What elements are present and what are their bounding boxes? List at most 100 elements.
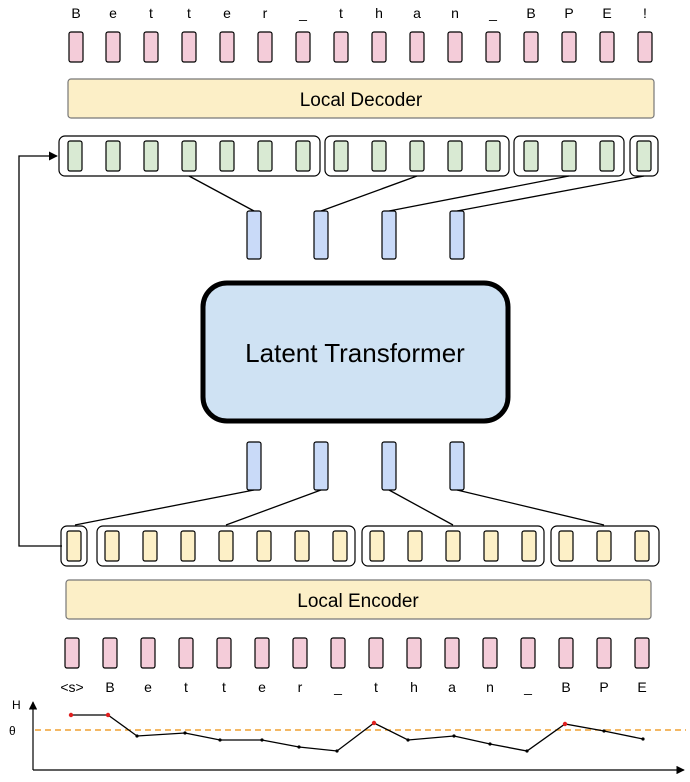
latent-output-patch <box>381 210 397 260</box>
latent-input-patch <box>449 441 465 491</box>
output-char-label: a <box>413 5 421 21</box>
output-byte-cell <box>561 31 577 63</box>
input-char-label: _ <box>333 679 342 695</box>
output-char-label: B <box>71 5 80 21</box>
local-decoder-box <box>67 78 655 119</box>
decoder-connection-line <box>388 175 570 212</box>
encoder-connections <box>74 489 605 526</box>
output-byte-cell <box>181 31 197 63</box>
output-byte-row <box>68 31 653 63</box>
latent-output-patch <box>313 210 329 260</box>
output-byte-cell <box>637 31 653 63</box>
input-char-label: _ <box>523 679 532 695</box>
threshold-label: θ <box>9 724 16 738</box>
encoder-hidden-cell <box>66 530 82 562</box>
latent-transformer-box <box>200 280 511 424</box>
output-byte-cell <box>295 31 311 63</box>
decoder-hidden-cell <box>143 140 159 172</box>
entropy-axis-label: H <box>12 698 21 712</box>
decoder-hidden-cell <box>561 140 577 172</box>
entropy-points <box>68 712 645 753</box>
entropy-point-above-threshold <box>68 712 74 718</box>
input-byte-cell <box>596 637 612 669</box>
encoder-hidden-cell <box>483 530 499 562</box>
input-byte-row <box>64 637 650 669</box>
encoder-hidden-cell <box>180 530 196 562</box>
output-char-label: e <box>223 5 231 21</box>
decoder-connection-line <box>456 175 645 212</box>
output-char-label: t <box>339 5 343 21</box>
decoder-hidden-cell <box>523 140 539 172</box>
input-byte-cell <box>482 637 498 669</box>
encoder-connection-line <box>225 489 322 526</box>
encoder-hidden-cell <box>294 530 310 562</box>
output-char-label: ! <box>643 5 647 21</box>
input-byte-cell <box>292 637 308 669</box>
encoder-connection-line <box>74 489 255 526</box>
output-byte-cell <box>105 31 121 63</box>
entropy-curve <box>71 714 644 752</box>
entropy-point-above-threshold <box>105 712 111 718</box>
encoder-connection-line <box>388 489 454 526</box>
input-byte-cell <box>178 637 194 669</box>
input-byte-cell <box>406 637 422 669</box>
input-char-label: h <box>410 679 418 695</box>
entropy-point-above-threshold <box>562 721 568 727</box>
entropy-plot: H θ <box>9 698 686 775</box>
input-char-label: B <box>561 679 570 695</box>
decoder-hidden-cell <box>181 140 197 172</box>
local-encoder-box <box>65 579 652 620</box>
latent-transformer-label: Latent Transformer <box>245 338 465 368</box>
output-byte-cell <box>333 31 349 63</box>
input-char-label: t <box>184 679 188 695</box>
decoder-connections <box>188 175 645 212</box>
latent-outputs <box>246 210 465 260</box>
output-byte-cell <box>447 31 463 63</box>
input-byte-cell <box>520 637 536 669</box>
encoder-hidden-cell <box>596 530 612 562</box>
output-byte-cell <box>485 31 501 63</box>
input-char-label: n <box>486 679 494 695</box>
decoder-hidden-cell <box>599 140 615 172</box>
decoder-hidden-cell <box>333 140 349 172</box>
latent-input-patch <box>313 441 329 491</box>
latent-transformer-block: Latent Transformer <box>200 280 511 424</box>
latent-output-patch <box>449 210 465 260</box>
latent-input-patch <box>381 441 397 491</box>
input-char-label: t <box>222 679 226 695</box>
entropy-point <box>406 738 410 742</box>
output-byte-cell <box>599 31 615 63</box>
input-char-label: a <box>448 679 456 695</box>
encoder-hidden-cell <box>332 530 348 562</box>
entropy-point <box>488 742 492 746</box>
input-char-label: e <box>144 679 152 695</box>
input-byte-cell <box>216 637 232 669</box>
decoder-connection-line <box>320 175 418 212</box>
input-char-label: E <box>637 679 646 695</box>
skip-connection-arrow <box>18 151 62 547</box>
output-char-label: _ <box>298 5 307 21</box>
entropy-point <box>452 734 456 738</box>
encoder-hidden-cell <box>256 530 272 562</box>
output-char-label: P <box>564 5 573 21</box>
latent-inputs <box>246 441 465 491</box>
input-byte-cell <box>330 637 346 669</box>
decoder-hidden-cell <box>447 140 463 172</box>
encoder-hidden-cell <box>104 530 120 562</box>
decoder-connection-line <box>188 175 255 212</box>
output-byte-cell <box>143 31 159 63</box>
encoder-hidden-cell <box>218 530 234 562</box>
input-byte-cell <box>444 637 460 669</box>
encoder-connection-line <box>456 489 605 526</box>
output-char-label: h <box>375 5 383 21</box>
decoder-hidden-row <box>58 135 659 177</box>
entropy-point <box>183 731 187 735</box>
entropy-point <box>525 749 529 753</box>
local-decoder-label: Local Decoder <box>300 90 423 111</box>
decoder-hidden-cell <box>295 140 311 172</box>
decoder-hidden-cell <box>409 140 425 172</box>
input-byte-cell <box>558 637 574 669</box>
input-char-label: t <box>374 679 378 695</box>
